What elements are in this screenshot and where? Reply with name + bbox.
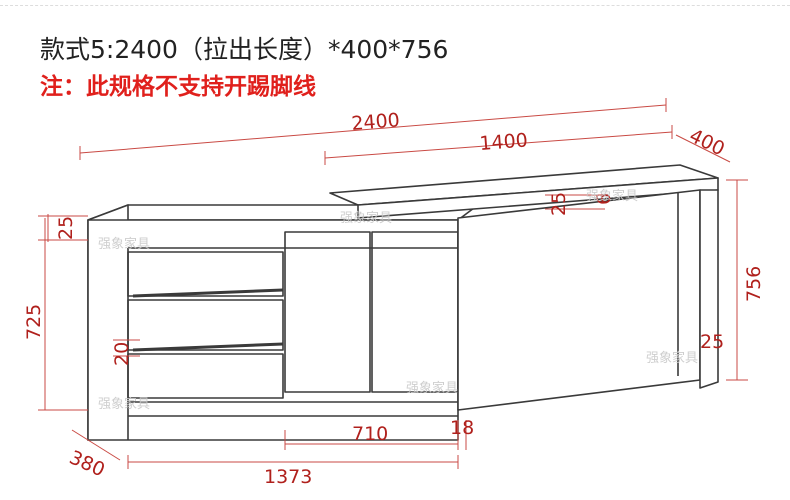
drawer-3 [127,353,284,399]
dim-25-top: 25 [55,216,77,240]
dimension-lines [38,98,748,469]
top-dashed-divider [0,5,790,7]
dim-18: 18 [450,417,474,439]
dim-25-leg: 25 [700,331,724,353]
warning-note: 注：此规格不支持开踢脚线 [40,74,316,100]
dim-1400: 1400 [479,129,529,155]
cabinet-door-left [284,231,371,393]
watermark-2: 强象家具 [340,210,392,226]
watermark-5: 强象家具 [406,380,458,396]
watermark-3: 强象家具 [586,188,638,204]
watermark-4: 强象家具 [98,396,150,412]
watermark-6: 强象家具 [646,350,698,366]
dim-2400: 2400 [351,109,401,135]
dim-25-extension: 25 [548,192,570,216]
dim-400: 400 [686,125,728,161]
dim-710: 710 [352,423,388,445]
dimension-labels: 2400 1400 400 25 725 25 6 756 25 20 710 … [23,109,765,488]
extension-back-panel [457,189,701,411]
dim-1373: 1373 [264,466,312,488]
dim-20: 20 [111,342,133,366]
dim-6: 6 [593,193,615,205]
cabinet-front [87,219,459,441]
dim-725: 725 [23,304,45,340]
watermark-1: 强象家具 [98,236,150,252]
watermarks: 强象家具 强象家具 强象家具 强象家具 强象家具 强象家具 [98,188,698,412]
drawer-2 [127,299,284,351]
drawer-1 [127,251,284,297]
dim-756: 756 [743,266,765,302]
page-title: 款式5:2400（拉出长度）*400*756 [40,35,449,64]
dim-380: 380 [66,446,108,481]
extension-leg [699,189,719,389]
furniture-outline [87,164,719,441]
